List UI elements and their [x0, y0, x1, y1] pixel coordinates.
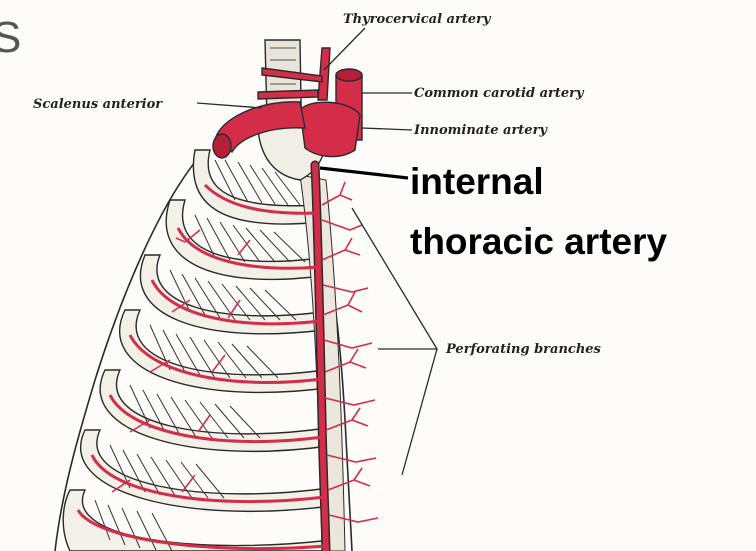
leader-internal-thoracic — [320, 168, 408, 178]
innominate-artery — [300, 102, 360, 156]
label-scalenus-anterior: Scalenus anterior — [33, 98, 162, 111]
label-perforating-branches: Perforating branches — [446, 343, 601, 356]
leader-scalenus — [197, 103, 262, 108]
ribs — [63, 150, 331, 551]
leader-innominate — [362, 128, 412, 130]
label-common-carotid-artery: Common carotid artery — [414, 87, 584, 100]
callout-internal: internal — [410, 163, 544, 200]
callout-thoracic-artery: thoracic artery — [410, 223, 667, 260]
label-innominate-artery: Innominate artery — [414, 124, 547, 137]
label-thyrocervical-artery: Thyrocervical artery — [343, 13, 490, 26]
thyrocervical-trunk — [318, 48, 330, 100]
